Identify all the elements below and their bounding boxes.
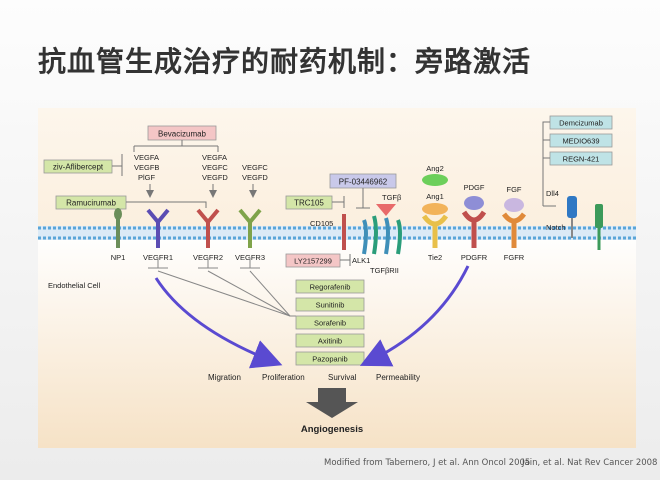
tki-pazopanib: Pazopanib — [312, 355, 347, 364]
aflibercept-box: ziv-Aflibercept — [43, 159, 113, 174]
ligand-plgf: PlGF — [138, 173, 156, 182]
vegfr3-receptor: VEGFR3 — [235, 208, 265, 262]
trc105-connector — [332, 196, 345, 208]
vegfr3-label: VEGFR3 — [235, 253, 265, 262]
medio639-box: MEDIO639 — [549, 133, 613, 148]
outcome-migration: Migration — [208, 373, 241, 382]
notch-drug-connector — [542, 121, 556, 207]
pf-connector — [356, 188, 370, 209]
aflibercept-label: ziv-Aflibercept — [53, 163, 104, 172]
fgfr-receptor: FGFR — [501, 212, 527, 262]
ligand-vegfa-2: VEGFA — [202, 153, 227, 162]
ly2157299-label: LY2157299 — [294, 257, 332, 266]
ligand-vegfd-2: VEGFD — [242, 173, 268, 182]
extracellular-region — [38, 108, 636, 232]
ly2157299-box: LY2157299 — [285, 253, 341, 268]
vegfr-signal-arrow — [154, 277, 283, 369]
vegfr2-receptor: VEGFR2 — [193, 208, 223, 262]
ligand-vegfc-1: VEGFC — [202, 163, 228, 172]
demcizumab-label: Demcizumab — [559, 119, 603, 128]
ligand-tgfb: TGFβ — [382, 193, 402, 202]
outcome-survival: Survival — [328, 373, 357, 382]
footer-citation-right: Jain, et al. Nat Rev Cancer 2008 — [522, 458, 658, 468]
pf-03446962-box: PF-03446962 — [329, 173, 397, 189]
ramucirumab-box: Ramucirumab — [55, 195, 127, 210]
trc105-box: TRC105 — [285, 195, 333, 210]
fgf-ligand — [504, 198, 524, 212]
vegfr2-label: VEGFR2 — [193, 253, 223, 262]
outcome-proliferation: Proliferation — [262, 373, 305, 382]
tki-inhibition-lines — [148, 258, 296, 317]
angiogenesis-pathway-diagram: Bevacizumab ziv-Aflibercept VEGFA VEGFB … — [38, 108, 636, 448]
tki-sunitinib: Sunitinib — [316, 301, 345, 310]
outcome-permeability: Permeability — [376, 373, 420, 382]
ang1-ligand — [422, 203, 448, 215]
tki-regorafenib: Regorafenib — [310, 283, 351, 292]
tgfb-triangle — [376, 204, 396, 216]
pf-03446962-label: PF-03446962 — [339, 178, 388, 187]
tie2-receptor: Tie2 — [421, 214, 449, 262]
cd105-label: CD105 — [310, 219, 333, 228]
notch-receptor — [595, 204, 603, 250]
alk1-tgfbrii-receptor — [362, 215, 402, 255]
medio639-label: MEDIO639 — [562, 137, 599, 146]
footer-citation-left: Modified from Tabernero, J et al. Ann On… — [324, 458, 531, 468]
fgf-label: FGF — [507, 185, 522, 194]
bypass-signal-arrow — [359, 265, 470, 367]
dll4-label: Dll4 — [546, 189, 559, 198]
bevacizumab-box: Bevacizumab — [147, 125, 217, 141]
trc105-label: TRC105 — [294, 199, 324, 208]
bevacizumab-label: Bevacizumab — [158, 130, 207, 139]
cell-membrane — [38, 226, 636, 240]
ligand-vegfa-1: VEGFA — [134, 153, 159, 162]
regn-421-box: REGN-421 — [549, 151, 613, 166]
ang2-label: Ang2 — [426, 164, 444, 173]
vegfr1-receptor: VEGFR1 — [143, 208, 173, 262]
pdgf-ligand — [464, 196, 484, 210]
tgfbrii-label: TGFβRII — [370, 266, 399, 275]
tie2-label: Tie2 — [428, 253, 442, 262]
pdgfr-label: PDGFR — [461, 253, 488, 262]
np1-receptor: NP1 — [111, 208, 126, 262]
ligand-vegfc-2: VEGFC — [242, 163, 268, 172]
regn-421-label: REGN-421 — [563, 155, 600, 164]
tki-axitinib: Axitinib — [318, 337, 342, 346]
dll4-ligand — [567, 196, 577, 218]
np1-label: NP1 — [111, 253, 126, 262]
down-arrow — [306, 388, 358, 418]
pdgf-label: PDGF — [464, 183, 485, 192]
alk1-label: ALK1 — [352, 256, 370, 265]
tki-sorafenib: Sorafenib — [314, 319, 346, 328]
ramucirumab-label: Ramucirumab — [66, 199, 116, 208]
aflibercept-connector — [112, 154, 123, 176]
ly-connector — [340, 254, 351, 266]
demcizumab-box: Demcizumab — [549, 115, 613, 130]
ang2-ligand — [422, 174, 448, 186]
pathway-svg: Bevacizumab ziv-Aflibercept VEGFA VEGFB … — [38, 108, 636, 448]
angiogenesis-label: Angiogenesis — [301, 424, 363, 435]
vegfr1-label: VEGFR1 — [143, 253, 173, 262]
tki-list: Regorafenib Sunitinib Sorafenib Axitinib… — [295, 279, 365, 366]
ligand-vegfb: VEGFB — [134, 163, 159, 172]
pdgfr-receptor: PDGFR — [461, 210, 488, 262]
ligand-vegfd-1: VEGFD — [202, 173, 228, 182]
ramucirumab-connector — [126, 201, 207, 208]
ang1-label: Ang1 — [426, 192, 444, 201]
endothelial-cell-label: Endothelial Cell — [48, 281, 100, 290]
slide-title: 抗血管生成治疗的耐药机制：旁路激活 — [38, 45, 532, 78]
notch-label: Notch — [546, 223, 566, 232]
bevacizumab-connector — [133, 140, 219, 152]
fgfr-label: FGFR — [504, 253, 525, 262]
